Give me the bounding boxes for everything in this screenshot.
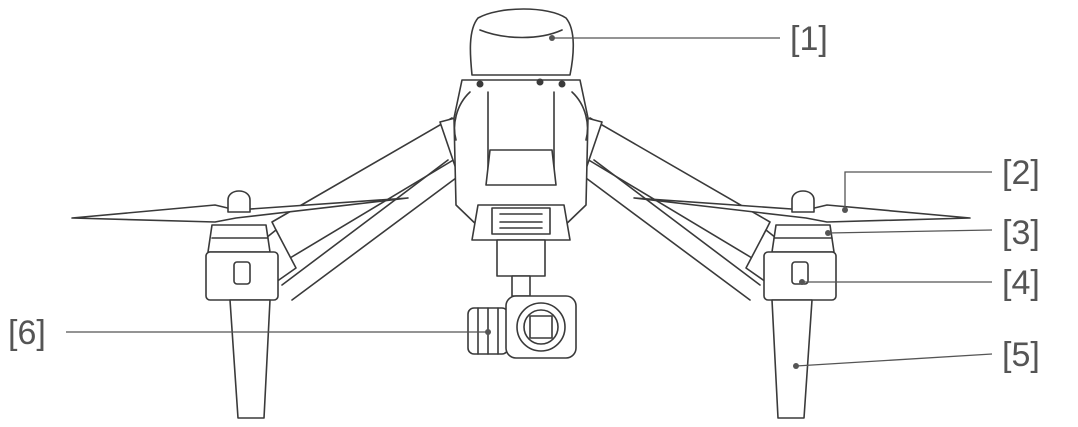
left-landing-gear: [205, 251, 279, 419]
right-motor: [771, 224, 835, 253]
callout-label-6: [6]: [8, 314, 46, 352]
callout-3: [3]: [825, 214, 1040, 252]
callout-5: [5]: [793, 336, 1040, 374]
gimbal-camera: [467, 239, 577, 359]
callout-label-1: [1]: [790, 20, 828, 58]
callout-2: [2]: [842, 154, 1040, 213]
callout-label-3: [3]: [1002, 214, 1040, 252]
aircraft-body: [453, 8, 589, 241]
left-propeller: [71, 190, 409, 223]
callout-6: [6]: [8, 314, 491, 352]
callout-label-5: [5]: [1002, 336, 1040, 374]
left-motor: [207, 224, 271, 253]
right-propeller: [633, 190, 971, 223]
gimbal-block: [496, 239, 546, 277]
callout-4: [4]: [799, 264, 1040, 302]
top-shell: [469, 8, 575, 76]
callout-label-2: [2]: [1002, 154, 1040, 192]
right-landing-gear: [763, 251, 837, 419]
callout-label-4: [4]: [1002, 264, 1040, 302]
callout-1: [1]: [549, 20, 828, 58]
